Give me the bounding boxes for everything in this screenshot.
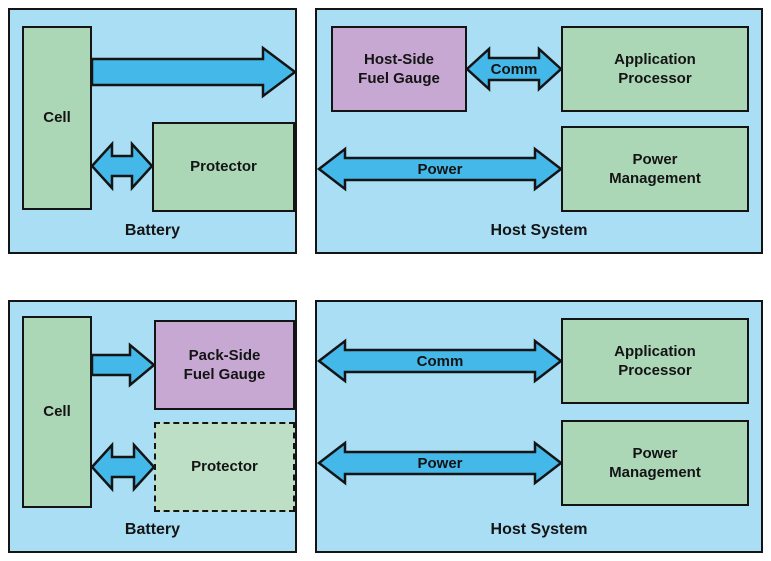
host-system-panel-label: Host System xyxy=(490,521,588,538)
host-side-host-system-panel: Host-Side Fuel Gauge Comm Application Pr… xyxy=(315,8,763,254)
power-arrow: Power xyxy=(316,440,564,486)
pack-side-battery-panel: Cell Pack-Side Fuel Gauge Protector Batt… xyxy=(8,300,297,553)
cell-box: Cell xyxy=(22,26,92,210)
comm-arrow-label: Comm xyxy=(490,60,538,78)
double-arrow-icon xyxy=(90,140,154,192)
cell-protector-arrow xyxy=(90,441,156,493)
power-management-box: Power Management xyxy=(561,420,749,506)
host-side-fuel-gauge-box: Host-Side Fuel Gauge xyxy=(331,26,467,112)
cell-to-fuel-gauge-arrow xyxy=(90,342,156,388)
battery-panel-label: Battery xyxy=(124,521,181,538)
power-arrow-label: Power xyxy=(417,160,463,178)
power-arrow: Power xyxy=(316,146,564,192)
comm-arrow: Comm xyxy=(465,46,563,92)
pack-side-host-system-panel: Comm Application Processor Power Power M… xyxy=(315,300,763,553)
protector-box: Protector xyxy=(152,122,295,212)
power-arrow-label: Power xyxy=(417,454,463,472)
cell-box: Cell xyxy=(22,316,92,508)
power-management-box: Power Management xyxy=(561,126,749,212)
double-arrow-icon xyxy=(90,441,156,493)
pack-side-fuel-gauge-box: Pack-Side Fuel Gauge xyxy=(154,320,295,410)
comm-arrow: Comm xyxy=(316,338,564,384)
host-system-panel-label: Host System xyxy=(490,222,588,239)
right-arrow-icon xyxy=(90,45,298,99)
protector-box-dashed: Protector xyxy=(154,422,295,512)
application-processor-box: Application Processor xyxy=(561,318,749,404)
right-arrow-icon xyxy=(90,342,156,388)
host-side-battery-panel: Cell Protector Battery xyxy=(8,8,298,254)
cell-protector-arrow xyxy=(90,140,154,192)
cell-to-host-arrow xyxy=(90,45,298,99)
application-processor-box: Application Processor xyxy=(561,26,749,112)
comm-arrow-label: Comm xyxy=(416,352,464,370)
battery-panel-label: Battery xyxy=(124,222,181,239)
